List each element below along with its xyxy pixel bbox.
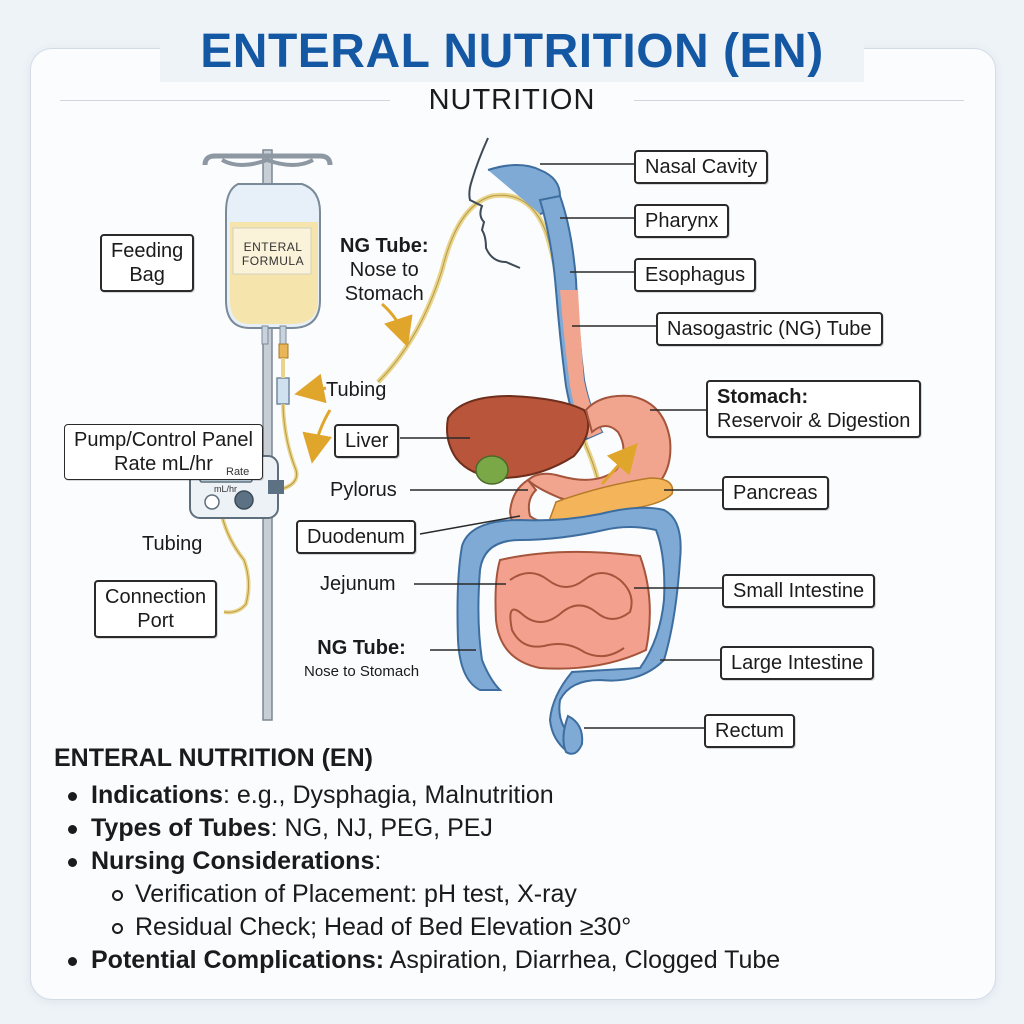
- stomach-label: Stomach: Reservoir & Digestion: [706, 380, 922, 438]
- duodenum-label: Duodenum: [296, 520, 416, 554]
- ng-upper-title: NG Tube:: [340, 235, 429, 257]
- connection-port-label: Connection Port: [94, 580, 218, 638]
- ng-lower-title: NG Tube:: [317, 637, 406, 659]
- tubing-upper-label: Tubing: [326, 379, 387, 401]
- subtitle-rule-left: [60, 100, 390, 101]
- sub-residual-text: Residual Check; Head of Bed Elevation ≥3…: [135, 913, 632, 941]
- notes-nursing: Nursing Considerations:: [68, 845, 954, 878]
- rectum: [562, 714, 584, 755]
- pump-label-line2: Rate mL/hr: [114, 453, 213, 475]
- indications-label: Indications: [91, 781, 223, 809]
- bag-text-line2: FORMULA: [241, 254, 305, 268]
- tubing-lower-label: Tubing: [142, 533, 203, 555]
- subtitle-rule-right: [634, 100, 964, 101]
- notes-complications: Potential Complications: Aspiration, Dia…: [68, 944, 954, 977]
- pump-label-line1: Pump/Control Panel: [74, 429, 253, 451]
- sub-bullet-ring: [112, 922, 123, 934]
- sub-verification-text: Verification of Placement: pH test, X-ra…: [135, 880, 577, 908]
- large-intestine-label: Large Intestine: [720, 646, 875, 680]
- bullet-dot: [68, 857, 77, 867]
- liver: [446, 394, 590, 480]
- feeding-bag-label-line1: Feeding: [111, 240, 184, 262]
- esophagus-label: Esophagus: [634, 258, 757, 292]
- types-text: : NG, NJ, PEG, PEJ: [270, 814, 493, 842]
- leader-lines: [400, 163, 722, 729]
- pharynx-label: Pharynx: [634, 204, 730, 238]
- notes-sub-residual: Residual Check; Head of Bed Elevation ≥3…: [112, 911, 954, 944]
- pylorus-label: Pylorus: [330, 479, 397, 501]
- bag-formula-text: ENTERAL FORMULA: [238, 240, 308, 268]
- port-label-line2: Port: [137, 610, 174, 632]
- pump-screen-rate: Rate: [226, 466, 250, 478]
- bullet-dot: [68, 791, 77, 801]
- nasal-cavity-label: Nasal Cavity: [634, 150, 769, 184]
- types-label: Types of Tubes: [91, 814, 271, 842]
- nursing-label: Nursing Considerations: [91, 847, 375, 875]
- jejunum-label: Jejunum: [320, 573, 396, 595]
- bullet-dot: [68, 956, 77, 966]
- pump-control-label: Pump/Control Panel Rate mL/hr: [64, 424, 263, 480]
- liver-label: Liver: [334, 424, 400, 458]
- pancreas-label: Pancreas: [722, 476, 829, 510]
- ng-tube-label: Nasogastric (NG) Tube: [656, 312, 883, 346]
- iv-pole: [202, 149, 333, 721]
- page-title: ENTERAL NUTRITION (EN): [200, 25, 824, 78]
- notes-types: Types of Tubes: NG, NJ, PEG, PEJ: [68, 812, 954, 845]
- small-intestine-label: Small Intestine: [722, 574, 876, 608]
- ng-upper-line1: Nose to: [349, 259, 419, 281]
- notes-sub-verification: Verification of Placement: pH test, X-ra…: [112, 878, 954, 911]
- notes-indications: Indications: e.g., Dysphagia, Malnutriti…: [68, 779, 954, 812]
- rectum-label: Rectum: [704, 714, 795, 748]
- notes-title: ENTERAL NUTRITION (EN): [54, 744, 373, 772]
- bag-text-line1: ENTERAL: [243, 240, 303, 254]
- page-subtitle: NUTRITION: [428, 84, 596, 116]
- pump-screen-unit: mL/hr: [214, 484, 238, 494]
- title-backdrop: [160, 26, 864, 82]
- complications-label: Potential Complications:: [91, 946, 385, 974]
- small-intestine: [494, 550, 651, 670]
- ng-tube-upper-note: NG Tube: Nose to Stomach: [340, 234, 429, 306]
- sub-bullet-ring: [112, 889, 123, 901]
- ng-tube-lower-note: NG Tube: Nose to Stomach: [304, 636, 419, 684]
- feeding-tubing: [220, 373, 332, 615]
- feeding-bag-label-line2: Bag: [129, 264, 165, 286]
- nursing-text: :: [374, 847, 382, 875]
- indications-text: : e.g., Dysphagia, Malnutrition: [222, 781, 554, 809]
- port-label-line1: Connection: [105, 586, 207, 608]
- lower-esophagus: [560, 290, 602, 438]
- bullet-dot: [68, 824, 77, 834]
- feeding-bag-label: Feeding Bag: [100, 234, 195, 292]
- complications-text: Aspiration, Diarrhea, Clogged Tube: [384, 946, 781, 974]
- ng-lower-desc: Nose to Stomach: [304, 663, 420, 680]
- notes-section: ENTERAL NUTRITION (EN) Indications: e.g.…: [54, 744, 954, 977]
- feeding-bag: [225, 183, 321, 405]
- gallbladder: [475, 455, 509, 485]
- ng-upper-line2: Stomach: [344, 283, 424, 305]
- stomach-label-desc: Reservoir & Digestion: [717, 410, 911, 432]
- stomach-label-title: Stomach:: [717, 386, 809, 408]
